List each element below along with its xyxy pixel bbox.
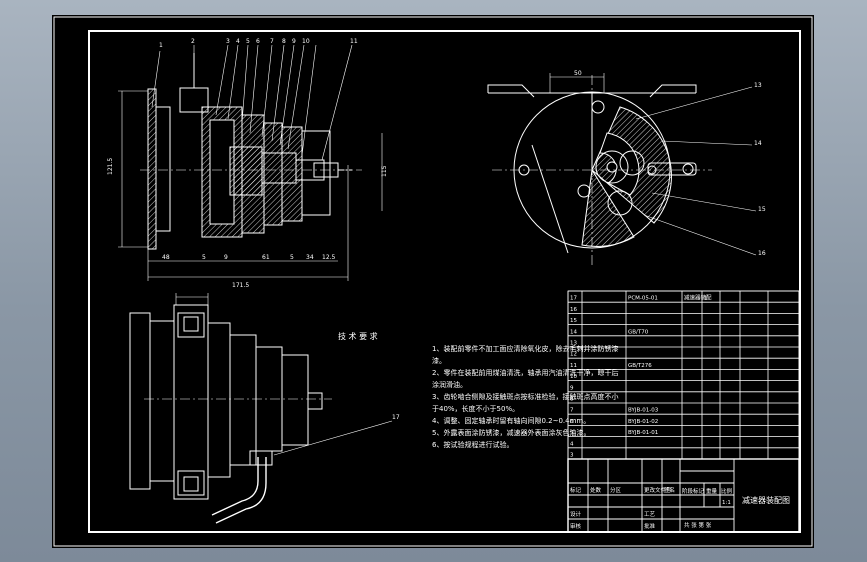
- drawing-frame: [88, 30, 801, 533]
- part-number: 5: [246, 38, 250, 45]
- tb-scale: 1:1: [722, 500, 731, 506]
- tb-label: 重量: [706, 487, 718, 495]
- requirement-line: 5、外露表面涂防锈漆，减速器外表面涂灰色油漆。: [432, 428, 590, 437]
- part-number: 7: [270, 38, 274, 45]
- parts-list-cell: 13: [570, 341, 577, 347]
- parts-list: [567, 290, 800, 460]
- part-number: 1: [159, 42, 163, 49]
- title-block: [567, 458, 800, 533]
- part-number: 2: [191, 38, 195, 45]
- sheet-border: [53, 16, 813, 547]
- parts-list-cell: BYJB-01-03: [628, 408, 659, 414]
- technical-requirements: 技 术 要 求 1、装配前零件不加工面应清除氧化皮，除去毛刺并涂防锈漆 漆。 2…: [338, 331, 618, 449]
- tb-label: 审核: [570, 522, 582, 530]
- dim-small: 34: [306, 254, 314, 261]
- parts-list-cell: 3: [570, 453, 574, 459]
- cad-viewport[interactable]: 1 2 3 4 5 6 7 8 9 10 11 121.5 115 171.5 …: [52, 15, 814, 548]
- parts-list-cell: PCM-05-01: [628, 296, 658, 302]
- tb-label: 阶段标记: [682, 487, 705, 495]
- parts-list-cell: 15: [570, 318, 577, 324]
- part-number: 13: [754, 82, 762, 89]
- requirement-line: 4、调整、固定轴承时留有轴向间隙0.2~0.4mm。: [432, 416, 590, 425]
- requirement-line: 于40%，长度不小于50%。: [432, 404, 519, 413]
- dim-depth: 115: [381, 165, 388, 177]
- drawing-title: 减速器装配图: [742, 495, 790, 505]
- dim-small: 5: [202, 254, 206, 261]
- tb-label: 共 张 第 张: [684, 521, 712, 529]
- dim-small: 48: [162, 254, 170, 261]
- requirements-heading: 技 术 要 求: [338, 331, 378, 341]
- side-view[interactable]: [487, 73, 757, 265]
- tb-label: 工艺: [644, 511, 656, 518]
- parts-list-cell: 6: [570, 419, 574, 425]
- front-section-view[interactable]: [118, 44, 383, 281]
- requirement-line: 涂润滑油。: [432, 380, 467, 389]
- part-number: 11: [350, 38, 358, 45]
- parts-list-cell: GB/T70: [628, 329, 649, 335]
- tb-label: 更改文件号: [644, 486, 672, 494]
- parts-list-cell: 减速器装配: [684, 294, 712, 302]
- parts-list-cell: BYJB-01-01: [628, 430, 658, 436]
- requirement-line: 3、齿轮啮合侧隙及接触斑点按标准检验，接触斑点高度不小: [432, 392, 618, 401]
- parts-list-cell: GB/T276: [628, 363, 652, 369]
- parts-list-cell: 12: [570, 352, 577, 358]
- dim-small: 5: [290, 254, 294, 261]
- part-number: 10: [302, 38, 310, 45]
- part-number: 3: [226, 38, 230, 45]
- tb-label: 分区: [610, 486, 622, 494]
- dim-overall-length: 171.5: [232, 282, 249, 289]
- parts-list-cell: 11: [570, 363, 577, 369]
- parts-list-cell: 9: [570, 385, 574, 391]
- parts-list-cell: 14: [570, 329, 577, 335]
- dim-height: 121.5: [107, 158, 114, 175]
- requirement-line: 2、零件在装配前用煤油清洗，轴承用汽油清洗干净，晾干后: [432, 368, 618, 377]
- part-number: 8: [282, 38, 286, 45]
- parts-list-cell: 8: [570, 397, 574, 403]
- tb-label: 批准: [644, 522, 656, 530]
- front-view-dimensions: 121.5 115 171.5 48 5 9 61 5 34 12.5: [107, 158, 388, 289]
- requirement-line: 1、装配前零件不加工面应清除氧化皮，除去毛刺并涂防锈漆: [432, 344, 618, 353]
- part-number: 4: [236, 38, 240, 45]
- top-view[interactable]: [129, 293, 393, 524]
- parts-list-cell: 10: [570, 374, 577, 380]
- part-number: 14: [754, 140, 762, 147]
- tb-label: 设计: [570, 510, 582, 518]
- parts-list-cell: 17: [570, 296, 577, 302]
- parts-list-cell: 1: [704, 296, 708, 302]
- parts-list-cell: 5: [570, 430, 574, 436]
- top-view-labels: 17: [392, 414, 400, 421]
- part-number: 16: [758, 250, 766, 257]
- front-view-part-labels: 1 2 3 4 5 6 7 8 9 10 11: [159, 38, 358, 49]
- tb-label: 签名: [664, 486, 675, 494]
- side-view-labels: 50 13 14 15 16: [574, 70, 766, 257]
- tb-label: 处数: [590, 486, 602, 494]
- requirement-line: 6、按试验规程进行试验。: [432, 440, 513, 449]
- part-number: 9: [292, 38, 296, 45]
- dim-small: 61: [262, 254, 270, 261]
- parts-list-cell: 7: [570, 408, 574, 414]
- parts-list-cell: 16: [570, 307, 577, 313]
- title-block-text: 标记 处数 分区 更改文件号 签名 设计 审核 工艺 批准 阶段标记 重量 比例…: [570, 486, 790, 530]
- part-number: 17: [392, 414, 400, 421]
- tb-label: 标记: [570, 486, 582, 494]
- requirement-line: 漆。: [432, 356, 446, 365]
- parts-list-cell: 4: [570, 441, 574, 447]
- dim-small: 12.5: [322, 254, 336, 261]
- parts-list-cell: BYJB-01-02: [628, 419, 658, 425]
- part-number: 6: [256, 38, 260, 45]
- dim-top-width: 50: [574, 70, 582, 77]
- part-number: 15: [758, 206, 766, 213]
- dim-small: 9: [224, 254, 228, 261]
- tb-label: 比例: [721, 487, 733, 495]
